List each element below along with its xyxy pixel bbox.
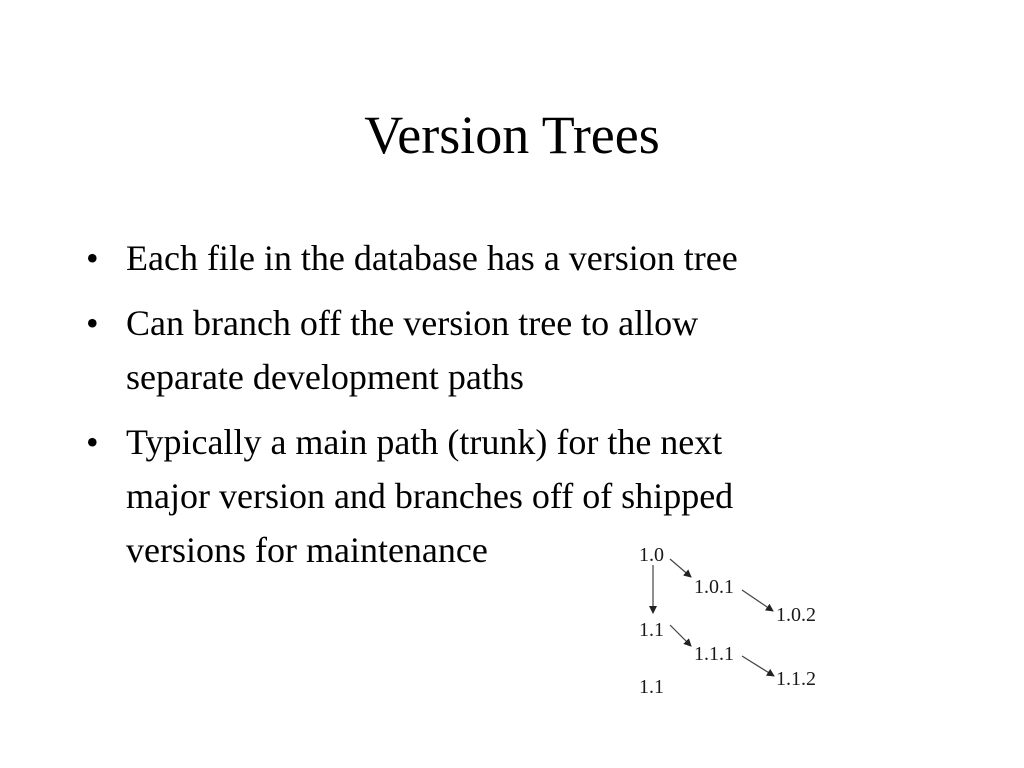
- bullet-line: Typically a main path (trunk) for the ne…: [126, 422, 723, 462]
- bullet-dot-icon: •: [86, 238, 99, 278]
- bullet-item: • Can branch off the version tree to all…: [86, 296, 916, 404]
- version-node: 1.1: [639, 676, 664, 698]
- edge-1-0-to-1-0-1: [669, 558, 692, 578]
- bullet-list: • Each file in the database has a versio…: [86, 231, 916, 588]
- bullet-line: versions for maintenance: [126, 530, 488, 570]
- version-node: 1.0.2: [776, 604, 816, 626]
- version-node: 1.0: [639, 544, 664, 566]
- version-node: 1.1: [639, 619, 664, 641]
- slide-title: Version Trees: [364, 105, 660, 165]
- version-node: 1.0.1: [694, 576, 734, 598]
- bullet-line: major version and branches off of shippe…: [126, 476, 734, 516]
- bullet-line: Can branch off the version tree to allow: [126, 303, 699, 343]
- edge-1-1-to-1-1-1: [669, 624, 692, 647]
- bullet-dot-icon: •: [86, 303, 99, 343]
- bullet-line: separate development paths: [126, 357, 524, 397]
- version-node: 1.1.1: [694, 643, 734, 665]
- edge-1-0-1-to-1-0-2: [741, 589, 774, 612]
- bullet-line: Each file in the database has a version …: [126, 238, 738, 278]
- bullet-item: • Typically a main path (trunk) for the …: [86, 415, 916, 577]
- version-node: 1.1.2: [776, 668, 816, 690]
- bullet-item: • Each file in the database has a versio…: [86, 231, 916, 285]
- bullet-dot-icon: •: [86, 422, 99, 462]
- version-tree-diagram: 1.0 1.0.1 1.0.2 1.1 1.1.1 1.1.2 1.1: [639, 544, 816, 698]
- edge-1-1-1-to-1-1-2: [741, 655, 775, 677]
